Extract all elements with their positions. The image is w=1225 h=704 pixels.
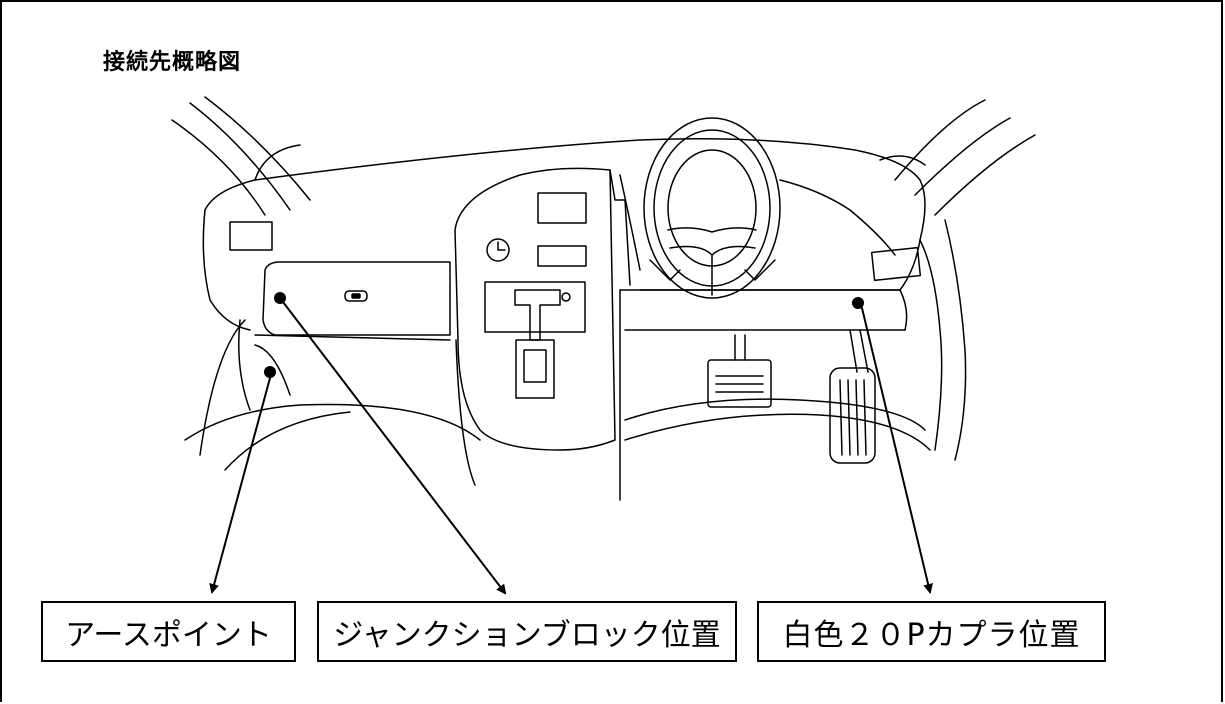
left-vent	[229, 221, 273, 251]
right-dash-area	[619, 174, 922, 282]
earth-point-dot	[264, 366, 276, 378]
diagram-title: 接続先概略図	[103, 50, 242, 75]
junction-block-arrow	[282, 301, 507, 595]
brake-pedal	[707, 334, 772, 408]
glove-box	[262, 261, 451, 336]
right-lower-panel	[619, 289, 931, 501]
earth-point-label: アースポイント	[41, 601, 296, 662]
junction-block-point	[274, 292, 286, 304]
junction-block-label: ジャンクションブロック位置	[317, 601, 737, 662]
left-a-pillar	[171, 96, 311, 216]
coupler-arrow	[861, 307, 933, 594]
steering-wheel	[643, 117, 781, 299]
dashboard-outline	[202, 138, 926, 331]
right-door-area	[879, 155, 967, 461]
accelerator-pedal	[829, 329, 876, 464]
center-vent	[537, 192, 587, 224]
coupler-label: 白色２０Pカプラ位置	[757, 601, 1106, 662]
earth-point-arrow	[209, 377, 271, 594]
left-kick-panel	[184, 319, 481, 471]
center-console	[454, 167, 631, 486]
coupler-point	[852, 297, 864, 309]
right-a-pillar	[894, 99, 1036, 216]
